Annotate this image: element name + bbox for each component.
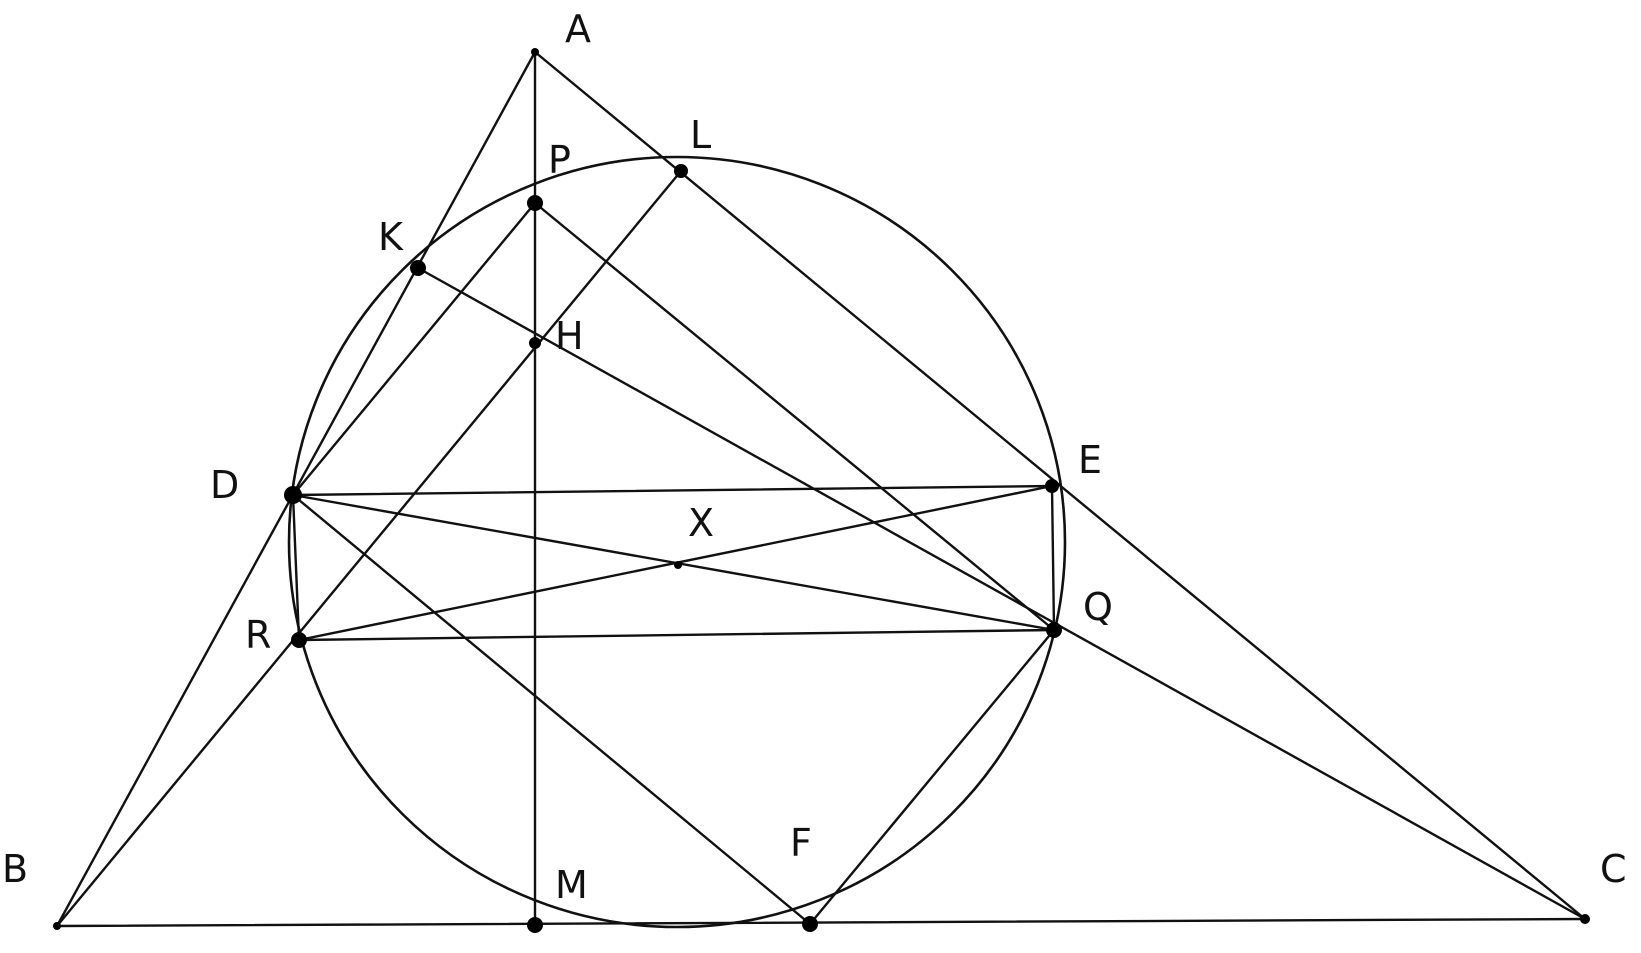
segment-bl [55,169,683,928]
point-p [527,195,543,211]
point-d [284,486,302,504]
segment-ck [416,266,1587,921]
point-e [1045,479,1059,493]
label-b: B [2,847,28,891]
label-k: K [378,215,404,259]
segment-dp [291,201,537,497]
label-h: H [555,314,584,358]
point-k [410,260,426,276]
point-c [1580,914,1590,924]
label-l: L [690,113,711,157]
label-a: A [565,7,591,51]
point-r [291,632,307,648]
segment-rq [297,628,1056,642]
circumcircle [287,155,1067,929]
label-d: D [210,463,239,507]
segment-bc [55,917,1587,928]
point-b [53,922,61,930]
segment-de [291,484,1054,497]
label-m: M [555,863,588,907]
label-f: F [790,821,812,865]
segment-pq [533,201,1056,632]
label-c: C [1600,847,1627,891]
labels-group: A P L K H D E X R Q B M F C [2,7,1627,907]
point-f [802,916,818,932]
point-a [531,48,539,56]
points-group [53,48,1590,933]
label-e: E [1078,438,1102,482]
label-q: Q [1083,585,1113,629]
label-p: P [548,138,571,182]
segment-ac [533,50,1587,921]
point-l [674,164,688,178]
segment-fq [808,628,1056,926]
point-h [529,337,541,349]
point-m [527,917,543,933]
segment-eq [1050,484,1056,632]
segment-dr [291,493,301,642]
segment-df [291,493,812,926]
label-x: X [688,501,714,545]
point-q [1046,622,1062,638]
point-x [674,561,682,569]
label-r: R [245,613,271,657]
